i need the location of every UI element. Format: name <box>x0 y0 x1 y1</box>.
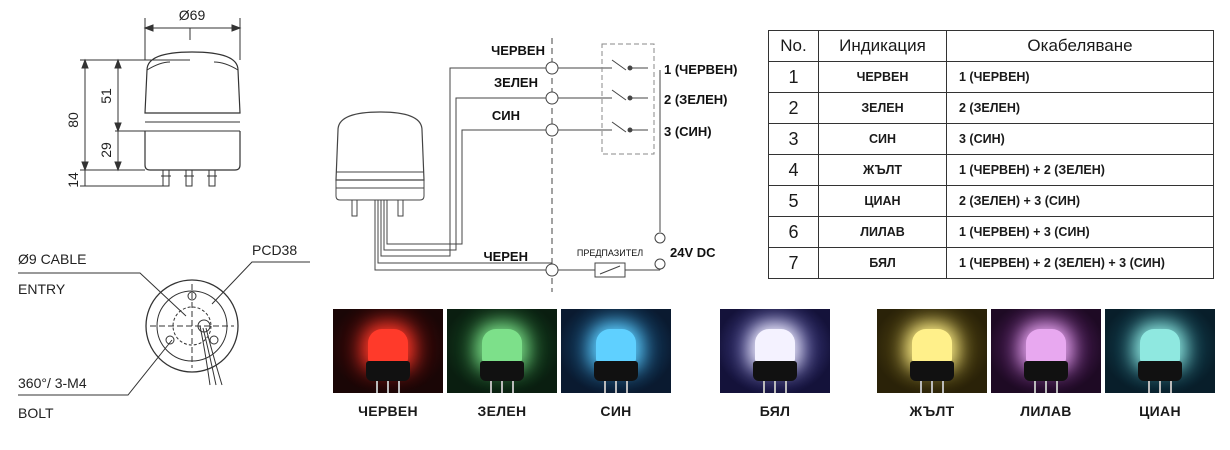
row-no: 6 <box>768 216 819 248</box>
row-wiring: 1 (ЧЕРВЕН) <box>946 61 1214 93</box>
photo-purple <box>991 309 1101 393</box>
row-wiring: 2 (ЗЕЛЕН) + 3 (СИН) <box>946 185 1214 217</box>
wire-green-label: ЗЕЛЕН <box>494 75 538 90</box>
height-bottom-label: 29 <box>98 142 114 158</box>
header-no: No. <box>768 30 819 62</box>
photo-blue <box>561 309 671 393</box>
lamp-green <box>482 329 522 363</box>
lamp-blue <box>596 329 636 363</box>
lamp-red <box>368 329 408 363</box>
wire-blue-label: СИН <box>492 108 520 123</box>
dimension-drawing: Ø69 80 51 29 14 Ø9 CABLE ENTRY PCD38 360… <box>18 7 310 421</box>
table-header-row: No. Индикация Окабеляване <box>768 30 1214 62</box>
cable-entry-label-2: ENTRY <box>18 281 66 297</box>
header-indication: Индикация <box>818 30 947 62</box>
fuse-label: ПРЕДПАЗИТЕЛ <box>577 248 643 258</box>
bolt-label-2: BOLT <box>18 405 54 421</box>
height-top-label: 51 <box>98 88 114 104</box>
cable-entry-label-1: Ø9 CABLE <box>18 251 86 267</box>
row-indication: БЯЛ <box>818 247 947 279</box>
height-total-label: 80 <box>65 112 81 128</box>
photo-white <box>720 309 830 393</box>
row-wiring: 1 (ЧЕРВЕН) + 2 (ЗЕЛЕН) <box>946 154 1214 186</box>
photo-cyan <box>1105 309 1215 393</box>
table-row: 7 БЯЛ 1 (ЧЕРВЕН) + 2 (ЗЕЛЕН) + 3 (СИН) <box>768 247 1214 279</box>
switch3-label: 3 (СИН) <box>664 124 712 139</box>
wiring-diagram: ЧЕРВЕН ЗЕЛЕН СИН ЧЕРЕН 1 (ЧЕРВЕН) 2 (ЗЕЛ… <box>335 38 737 292</box>
table-row: 2 ЗЕЛЕН 2 (ЗЕЛЕН) <box>768 92 1214 124</box>
photo-yellow <box>877 309 987 393</box>
wire-black-label: ЧЕРЕН <box>483 249 528 264</box>
lamp-white <box>755 329 795 363</box>
row-no: 7 <box>768 247 819 279</box>
table-row: 3 СИН 3 (СИН) <box>768 123 1214 155</box>
lamp-cyan <box>1140 329 1180 363</box>
row-indication: ЗЕЛЕН <box>818 92 947 124</box>
row-no: 5 <box>768 185 819 217</box>
photo-label-yellow: ЖЪЛТ <box>909 403 955 419</box>
bolt-label-1: 360°/ 3-M4 <box>18 375 87 391</box>
header-wiring: Окабеляване <box>946 30 1214 62</box>
wire-red-label: ЧЕРВЕН <box>491 43 545 58</box>
wiring-table: No. Индикация Окабеляване 1 ЧЕРВЕН 1 (ЧЕ… <box>768 30 1214 279</box>
table-row: 1 ЧЕРВЕН 1 (ЧЕРВЕН) <box>768 61 1214 93</box>
row-no: 4 <box>768 154 819 186</box>
height-pins-label: 14 <box>65 172 81 188</box>
row-wiring: 3 (СИН) <box>946 123 1214 155</box>
switch2-label: 2 (ЗЕЛЕН) <box>664 92 728 107</box>
photo-label-blue: СИН <box>600 403 632 419</box>
row-no: 1 <box>768 61 819 93</box>
row-wiring: 1 (ЧЕРВЕН) + 2 (ЗЕЛЕН) + 3 (СИН) <box>946 247 1214 279</box>
row-indication: ЛИЛАВ <box>818 216 947 248</box>
photo-label-green: ЗЕЛЕН <box>477 403 527 419</box>
row-indication: ЖЪЛТ <box>818 154 947 186</box>
diameter-label: Ø69 <box>179 7 206 23</box>
row-indication: СИН <box>818 123 947 155</box>
power-label: 24V DC <box>670 245 716 260</box>
switch1-label: 1 (ЧЕРВЕН) <box>664 62 737 77</box>
table-row: 5 ЦИАН 2 (ЗЕЛЕН) + 3 (СИН) <box>768 185 1214 217</box>
photo-green <box>447 309 557 393</box>
row-indication: ЧЕРВЕН <box>818 61 947 93</box>
lamp-yellow <box>912 329 952 363</box>
photo-red <box>333 309 443 393</box>
photo-label-purple: ЛИЛАВ <box>1020 403 1072 419</box>
pcd-label: PCD38 <box>252 242 297 258</box>
row-wiring: 1 (ЧЕРВЕН) + 3 (СИН) <box>946 216 1214 248</box>
row-no: 2 <box>768 92 819 124</box>
photo-label-white: БЯЛ <box>759 403 791 419</box>
table-row: 6 ЛИЛАВ 1 (ЧЕРВЕН) + 3 (СИН) <box>768 216 1214 248</box>
photo-label-cyan: ЦИАН <box>1139 403 1181 419</box>
row-no: 3 <box>768 123 819 155</box>
lamp-purple <box>1026 329 1066 363</box>
photo-label-red: ЧЕРВЕН <box>358 403 418 419</box>
table-row: 4 ЖЪЛТ 1 (ЧЕРВЕН) + 2 (ЗЕЛЕН) <box>768 154 1214 186</box>
row-wiring: 2 (ЗЕЛЕН) <box>946 92 1214 124</box>
row-indication: ЦИАН <box>818 185 947 217</box>
